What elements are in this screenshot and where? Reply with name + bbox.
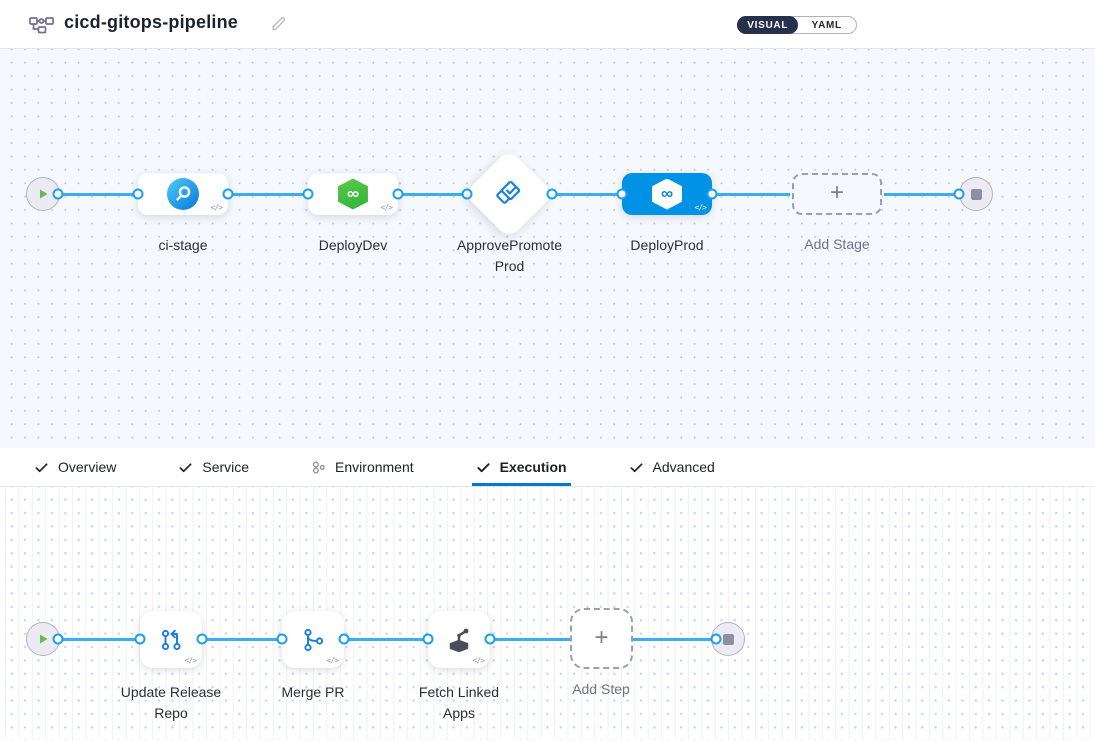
fetch-linked-apps-icon	[449, 628, 469, 652]
stage-label: DeployProd	[630, 237, 704, 253]
check-icon	[35, 462, 48, 472]
code-badge: </>	[694, 203, 707, 212]
code-badge: </>	[210, 203, 223, 212]
add-stage-label: Add Stage	[804, 236, 870, 252]
connector-port[interactable]	[392, 188, 404, 200]
connector-port[interactable]	[706, 188, 718, 200]
check-icon	[477, 462, 490, 472]
check-icon	[179, 462, 192, 472]
toggle-yaml[interactable]: YAML	[811, 19, 842, 31]
connector-port[interactable]	[953, 188, 965, 200]
tab-label: Overview	[58, 459, 117, 475]
check-icon	[630, 462, 643, 472]
deploy-stage-icon: ∞	[652, 178, 682, 210]
stage-node-ci-stage[interactable]: </>	[138, 173, 228, 215]
add-step-button[interactable]: +	[570, 608, 633, 669]
stage-canvas: </> ∞ </> ∞ </>	[0, 49, 1095, 448]
toggle-visual[interactable]: VISUAL	[737, 16, 799, 34]
connector-port[interactable]	[52, 188, 64, 200]
connector-port[interactable]	[52, 633, 64, 645]
tab-advanced[interactable]: Advanced	[625, 448, 719, 486]
pipeline-icon	[28, 13, 55, 41]
code-badge: </>	[472, 656, 485, 665]
step-connector-line	[59, 638, 716, 641]
code-badge: </>	[184, 656, 197, 665]
connector-port[interactable]	[134, 633, 146, 645]
build-stage-icon	[167, 178, 199, 210]
plus-icon: +	[829, 179, 844, 206]
connector-port[interactable]	[132, 188, 144, 200]
connector-port[interactable]	[302, 188, 314, 200]
add-step-label: Add Step	[572, 681, 630, 697]
tab-environment[interactable]: Environment	[307, 448, 418, 486]
pipeline-start-node	[26, 177, 60, 211]
play-icon	[40, 189, 48, 199]
stage-label: ApprovePromoteProd	[456, 237, 563, 274]
plus-icon: +	[594, 623, 609, 651]
code-badge: </>	[326, 656, 339, 665]
stage-connector-line	[59, 193, 790, 196]
connector-port[interactable]	[338, 633, 350, 645]
stop-icon	[722, 633, 734, 645]
tab-label: Service	[202, 459, 250, 475]
approval-stage-icon	[477, 162, 541, 226]
stage-connector-line	[884, 193, 960, 196]
add-stage-button[interactable]: +	[792, 173, 882, 215]
step-label: Fetch Linked Apps	[418, 684, 500, 721]
environment-nodes-icon	[312, 461, 325, 473]
play-icon	[40, 634, 48, 644]
tab-execution[interactable]: Execution	[471, 448, 571, 486]
step-label: Merge PR	[281, 684, 345, 700]
merge-pr-icon	[304, 628, 324, 651]
connector-port[interactable]	[276, 633, 288, 645]
step-label: Update Release Repo	[120, 684, 222, 721]
deploy-stage-icon: ∞	[338, 178, 368, 210]
code-badge: </>	[380, 203, 393, 212]
visual-yaml-toggle: VISUAL YAML	[737, 16, 857, 34]
tab-overview[interactable]: Overview	[30, 448, 120, 486]
update-release-repo-icon	[161, 629, 181, 650]
connector-port[interactable]	[546, 188, 558, 200]
connector-port[interactable]	[222, 188, 234, 200]
stage-label: DeployDev	[318, 237, 388, 253]
stop-icon	[970, 188, 982, 200]
execution-canvas: </> </> </>	[0, 487, 1095, 740]
step-node-fetch-linked-apps[interactable]: </>	[428, 611, 490, 668]
tab-label: Advanced	[652, 459, 715, 475]
pipeline-end-node	[959, 177, 993, 211]
step-node-merge-pr[interactable]: </>	[282, 611, 344, 668]
step-node-update-release-repo[interactable]: </>	[140, 611, 202, 668]
stage-label: ci-stage	[158, 237, 208, 253]
connector-port[interactable]	[422, 633, 434, 645]
stage-node-approvepromoteprod[interactable]	[463, 148, 555, 240]
stage-config-tabs: Overview Service Environment Execution A…	[0, 448, 1095, 487]
stage-node-deployprod[interactable]: ∞ </>	[622, 173, 712, 215]
tab-service[interactable]: Service	[174, 448, 253, 486]
page-title: cicd-gitops-pipeline	[64, 12, 239, 32]
connector-port[interactable]	[461, 188, 473, 200]
header-bar: cicd-gitops-pipeline VISUAL YAML	[0, 0, 1095, 49]
stage-node-deploydev[interactable]: ∞ </>	[308, 173, 398, 215]
tab-label: Execution	[499, 459, 567, 475]
connector-port[interactable]	[484, 633, 496, 645]
connector-port[interactable]	[196, 633, 208, 645]
tab-label: Environment	[335, 459, 414, 475]
edit-pencil-icon[interactable]	[270, 15, 288, 38]
connector-port[interactable]	[616, 188, 628, 200]
connector-port[interactable]	[710, 633, 722, 645]
